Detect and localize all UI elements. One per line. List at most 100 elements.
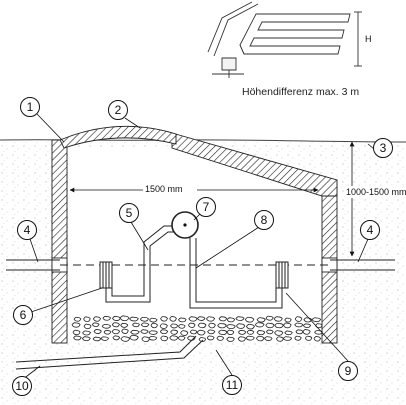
- svg-text:1: 1: [27, 100, 34, 114]
- gravel-stone: [265, 322, 275, 329]
- callout-leaders: [21, 113, 375, 381]
- gravel-stone: [236, 323, 246, 329]
- callout-8: 8: [254, 210, 274, 230]
- gravel-stone: [282, 336, 293, 341]
- gravel-stone: [237, 336, 246, 342]
- gravel-stone: [295, 329, 304, 335]
- gravel-stone: [244, 316, 255, 323]
- callout-7: 7: [196, 197, 216, 217]
- gravel-stone: [294, 335, 302, 341]
- gravel-stone: [226, 329, 235, 335]
- gravel-stone: [207, 329, 216, 335]
- gravel-stone: [246, 329, 255, 335]
- gravel-stone: [311, 317, 322, 323]
- gravel-stone: [216, 335, 225, 341]
- gravel-stone: [196, 316, 206, 321]
- callout-4-left: 4: [17, 220, 37, 240]
- gravel-stone: [111, 329, 120, 335]
- depth-dimension-label: 1000-1500 mm: [346, 187, 406, 197]
- gravel-stone: [304, 335, 313, 341]
- gravel-stone: [169, 335, 179, 341]
- gravel-stone: [92, 336, 102, 342]
- svg-text:6: 6: [20, 308, 27, 322]
- drain-pipe: [15, 335, 204, 370]
- gravel-stone: [178, 317, 187, 323]
- svg-text:4: 4: [367, 223, 374, 237]
- gravel-stone: [218, 329, 228, 336]
- gravel-stone: [274, 330, 284, 336]
- svg-text:8: 8: [261, 213, 268, 227]
- gravel-stone: [189, 329, 198, 335]
- gravel-stone: [254, 322, 265, 328]
- gravel-stone: [256, 335, 265, 342]
- gravel-stone: [217, 323, 227, 329]
- callout-9: 9: [338, 361, 358, 381]
- inset-height-label: H: [365, 34, 372, 44]
- gravel-stone: [160, 335, 169, 342]
- gravel-stone: [73, 335, 82, 341]
- gravel-stone: [100, 336, 110, 341]
- sloped-roof: [171, 132, 338, 197]
- gravel-stone: [256, 317, 266, 323]
- gravel-stone: [226, 317, 236, 323]
- gravel-stone: [83, 316, 91, 322]
- gravel-stone: [93, 329, 102, 334]
- callout-11: 11: [222, 375, 242, 395]
- gravel-stone: [226, 336, 235, 342]
- svg-text:7: 7: [203, 200, 210, 214]
- gravel-stone: [169, 316, 177, 322]
- chamber-interior: [68, 146, 330, 342]
- gravel-stone: [159, 329, 169, 335]
- callout-5: 5: [119, 203, 139, 223]
- svg-text:4: 4: [24, 223, 31, 237]
- gravel-stone: [149, 317, 158, 323]
- gravel-stone: [302, 323, 312, 328]
- gravel-stone: [82, 330, 91, 336]
- gravel-stone: [238, 329, 247, 335]
- gravel-stone: [246, 323, 255, 330]
- shaft-walls: [51, 125, 338, 344]
- gravel-stone: [148, 330, 158, 335]
- gravel-stone: [102, 315, 112, 321]
- gravel-stone: [71, 322, 81, 328]
- gravel-stone: [159, 323, 168, 329]
- gravel-stone: [266, 329, 274, 335]
- gravel-stone: [148, 335, 158, 341]
- callout-4-right: 4: [360, 220, 380, 240]
- gravel-stone: [81, 336, 91, 342]
- gravel-stone: [256, 330, 266, 336]
- svg-text:11: 11: [226, 378, 239, 392]
- gravel-stone: [140, 322, 150, 328]
- gravel-stone: [177, 335, 186, 341]
- gravel-stone: [112, 315, 121, 321]
- gravel-stone: [120, 336, 131, 342]
- inset-caption: Höhendifferenz max. 3 m: [242, 86, 359, 98]
- callout-2: 2: [108, 100, 128, 120]
- callout-6: 6: [13, 305, 33, 325]
- gravel-stone: [130, 329, 140, 335]
- gravel-stone: [72, 329, 81, 336]
- gravel-stone: [188, 322, 196, 328]
- gravel-stone: [273, 316, 283, 322]
- gravel-stone: [160, 316, 168, 322]
- gravel-stone: [197, 322, 207, 329]
- gravel-stone: [218, 316, 228, 322]
- gravel-stone: [302, 329, 311, 335]
- gravel-stone: [245, 335, 255, 341]
- gravel-stone: [141, 336, 151, 342]
- domed-cover: [59, 125, 177, 149]
- gravel-stone: [111, 322, 120, 328]
- gravel-stone: [129, 316, 139, 322]
- gravel-stone: [101, 323, 112, 329]
- gravel-stone: [294, 322, 304, 328]
- gravel-stone: [294, 316, 303, 322]
- meter-center-dot: [183, 223, 187, 227]
- gravel-stone: [284, 317, 292, 323]
- internal-pipework: [99, 225, 289, 309]
- gravel-stone: [132, 322, 140, 328]
- gravel-stone: [276, 336, 284, 342]
- gravel-stone: [274, 322, 284, 329]
- gravel-stone: [208, 322, 216, 329]
- callout-10: 10: [12, 376, 32, 396]
- gravel-stone: [226, 324, 236, 330]
